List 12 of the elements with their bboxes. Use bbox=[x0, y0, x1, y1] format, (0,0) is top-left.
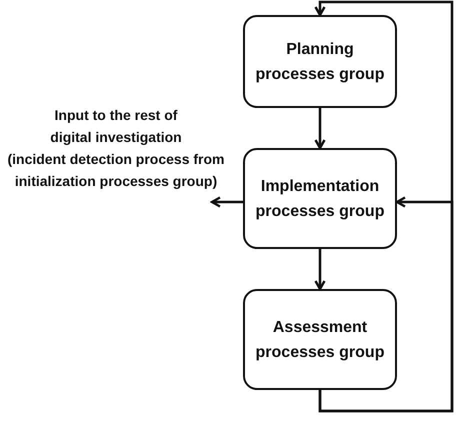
arrow bbox=[314, 249, 326, 290]
annotation-text: Input to the rest of digital investigation bbox=[49, 106, 183, 147]
process-box bbox=[243, 15, 397, 108]
process-label: Assessment processes group bbox=[254, 318, 386, 362]
process-label: Planning processes group bbox=[254, 40, 386, 84]
process-box bbox=[243, 289, 397, 390]
arrow bbox=[314, 108, 326, 150]
annotation-text: (incident detection process from initialization processes group) bbox=[6, 150, 226, 191]
arrow bbox=[318, 196, 454, 412]
arrow bbox=[210, 196, 243, 208]
process-box bbox=[243, 148, 397, 249]
process-label: Implementation processes group bbox=[254, 176, 386, 222]
